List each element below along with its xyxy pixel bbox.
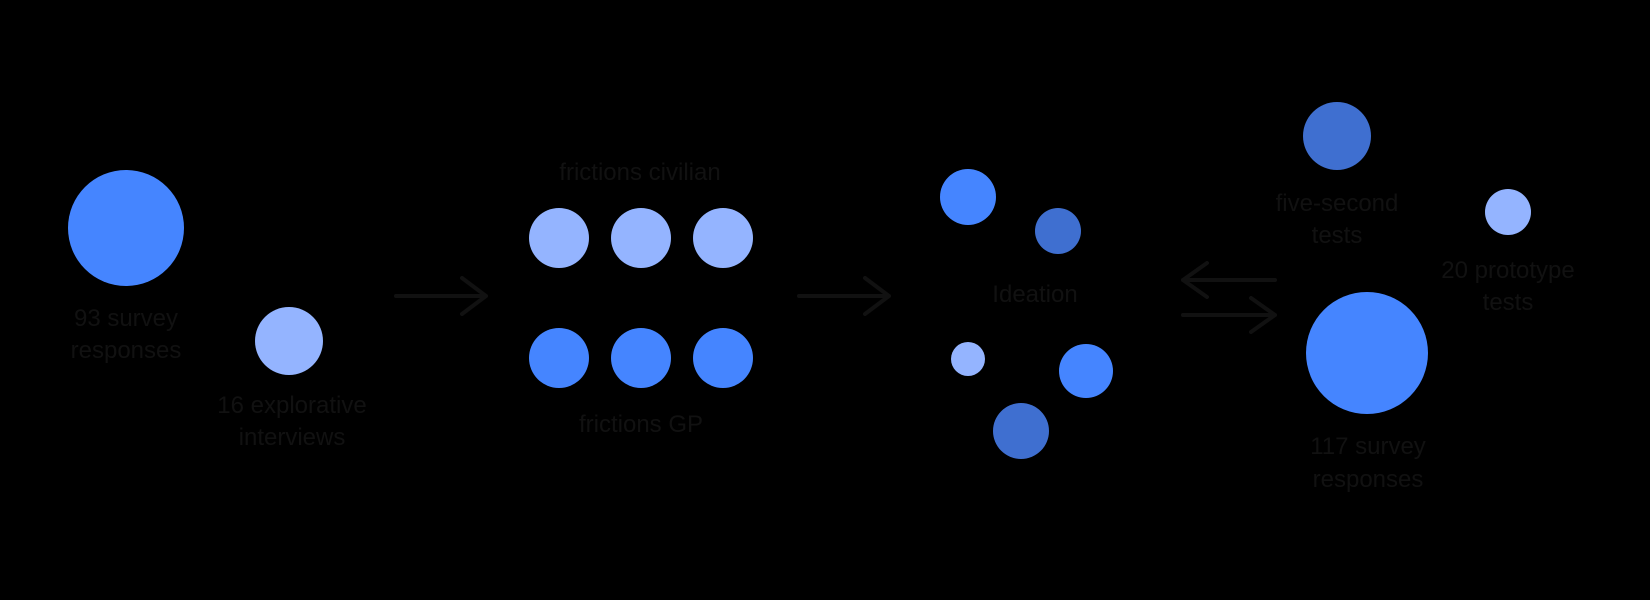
survey-responses-circle-2 (1306, 292, 1428, 414)
ideation-node (993, 403, 1049, 459)
survey-responses-circle (68, 170, 184, 286)
frictions-stage: frictions civilian frictions GP (529, 159, 753, 438)
ideation-stage: Ideation (940, 169, 1113, 459)
arrow-right-icon (797, 276, 891, 316)
ideation-label: Ideation (992, 281, 1077, 308)
five-second-tests-circle (1303, 102, 1371, 170)
prototype-tests-circle (1485, 189, 1531, 235)
survey-responses-2-label-line1: 117 survey (1310, 433, 1426, 460)
friction-civilian-node (611, 208, 671, 268)
arrow-research-to-frictions (394, 276, 488, 316)
frictions-gp-label: frictions GP (579, 411, 703, 438)
survey-responses-label-line1: 93 survey (74, 305, 178, 332)
five-second-tests-label-line2: tests (1312, 222, 1363, 249)
ideation-node (1035, 208, 1081, 254)
testing-stage: five-second tests 20 prototype tests 117… (1276, 102, 1575, 493)
explorative-interviews-label-line2: interviews (239, 424, 346, 451)
frictions-civilian-label: frictions civilian (559, 159, 720, 186)
research-stage: 93 survey responses 16 explorative inter… (68, 170, 367, 451)
prototype-tests-label-line1: 20 prototype (1441, 257, 1574, 284)
prototype-tests-label-line2: tests (1483, 289, 1534, 316)
friction-gp-node (611, 328, 671, 388)
ideation-node (940, 169, 996, 225)
explorative-interviews-circle (255, 307, 323, 375)
arrow-left-icon (1181, 261, 1277, 299)
friction-gp-node (529, 328, 589, 388)
five-second-tests-label-line1: five-second (1276, 190, 1399, 217)
friction-civilian-node (529, 208, 589, 268)
arrow-right-icon (394, 276, 488, 316)
arrow-right-icon (1181, 296, 1277, 334)
ideation-node (1059, 344, 1113, 398)
friction-gp-node (693, 328, 753, 388)
survey-responses-label-line2: responses (71, 337, 182, 364)
arrow-frictions-to-ideation (797, 276, 891, 316)
arrows-ideation-testing (1181, 261, 1277, 334)
survey-responses-2-label-line2: responses (1313, 466, 1424, 493)
ideation-node (951, 342, 985, 376)
friction-civilian-node (693, 208, 753, 268)
explorative-interviews-label-line1: 16 explorative (217, 392, 366, 419)
